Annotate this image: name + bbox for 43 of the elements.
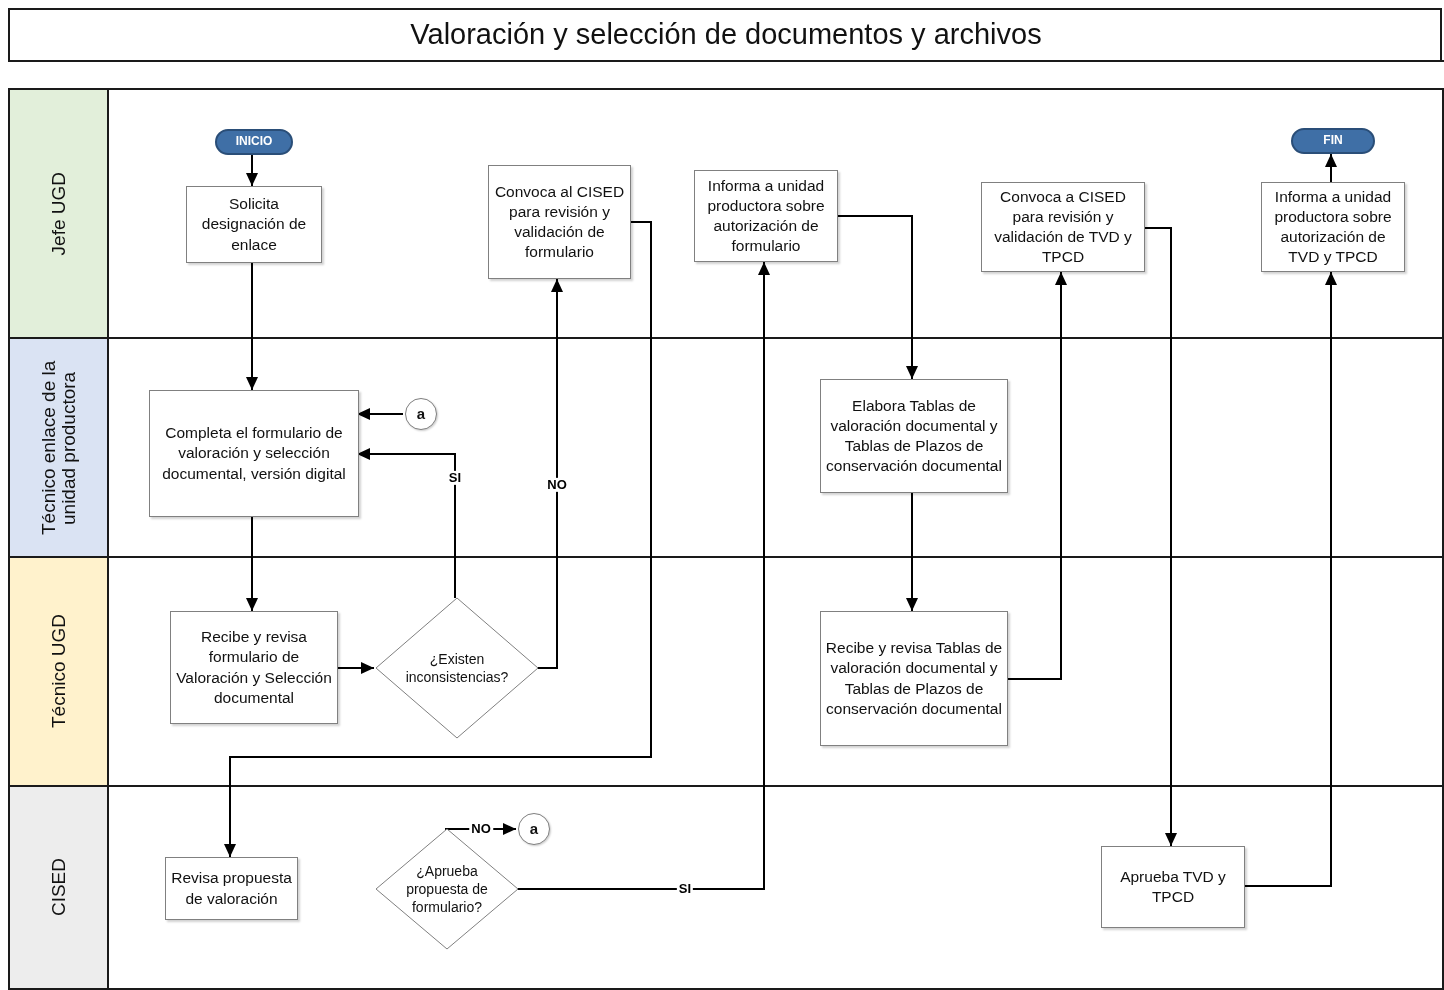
arrow bbox=[835, 215, 918, 380]
process-box: Completa el formulario de valoración y selección documental, versión digital bbox=[149, 390, 359, 517]
swimlane bbox=[8, 90, 1444, 339]
process-box: Informa a unidad productora sobre autorización de TVD y TPCD bbox=[1261, 182, 1405, 272]
connector-circle: a bbox=[405, 398, 437, 430]
process-box: Recibe y revisa Tablas de valoración documental y Tablas de Plazos de conservación documental bbox=[820, 611, 1008, 746]
arrow bbox=[515, 261, 770, 890]
process-box: Convoca a CISED para revisión y validación de TVD y TPCD bbox=[981, 182, 1145, 272]
process-box: Solicita designación de enlace bbox=[186, 186, 322, 263]
arrow bbox=[1142, 227, 1177, 847]
process-box: Elabora Tablas de valoración documental y Tablas de Plazos de conservación documental bbox=[820, 379, 1008, 493]
arrow bbox=[535, 278, 563, 669]
arrow bbox=[246, 262, 258, 391]
arrow bbox=[356, 448, 456, 599]
decision-diamond bbox=[376, 598, 538, 738]
lane-title: Jefe UGD bbox=[48, 171, 69, 256]
process-box: Aprueba TVD y TPCD bbox=[1101, 846, 1245, 928]
decision-text: ¿Existen inconsistencias? bbox=[405, 649, 509, 687]
edge-label: SI bbox=[446, 470, 464, 486]
process-box: Convoca al CISED para revisión y validación de formulario bbox=[488, 165, 631, 279]
arrow bbox=[356, 408, 404, 420]
terminal-pill: INICIO bbox=[215, 129, 293, 155]
process-box: Informa a unidad productora sobre autorización de formulario bbox=[694, 170, 838, 262]
arrow bbox=[246, 154, 258, 187]
lane-title: CISED bbox=[48, 858, 69, 917]
arrow bbox=[335, 662, 375, 674]
arrow bbox=[246, 516, 258, 612]
swimlane bbox=[8, 339, 1444, 558]
connector-circle: a bbox=[518, 813, 550, 845]
arrow bbox=[1005, 271, 1067, 680]
lane-title: Técnico enlace de la unidad productora bbox=[38, 359, 79, 537]
arrow bbox=[1325, 153, 1337, 183]
arrow bbox=[906, 492, 918, 612]
arrow bbox=[1242, 271, 1337, 887]
swimlane bbox=[8, 558, 1444, 787]
lane-title: Técnico UGD bbox=[48, 614, 69, 729]
terminal-pill: FIN bbox=[1291, 128, 1375, 154]
swimlane bbox=[8, 787, 1444, 990]
process-box: Recibe y revisa formulario de Valoración y Selección documental bbox=[170, 611, 338, 724]
process-box: Revisa propuesta de valoración bbox=[165, 857, 298, 920]
arrow bbox=[224, 221, 652, 858]
edge-label: NO bbox=[545, 477, 569, 493]
decision-text: ¿Aprueba propuesta de formulario? bbox=[405, 861, 489, 917]
